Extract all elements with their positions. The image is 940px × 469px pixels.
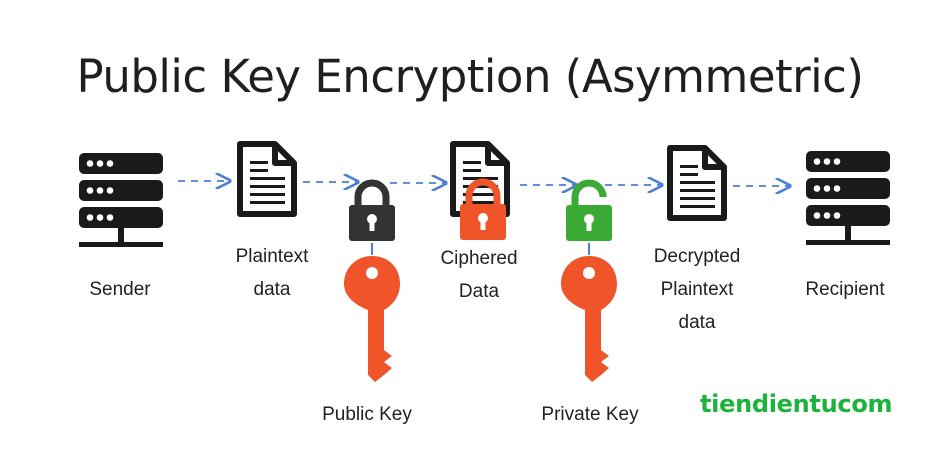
document-icon (240, 144, 294, 214)
document-icon (670, 148, 724, 218)
public-key-label: Public Key (322, 404, 412, 425)
lock-closed-icon (460, 178, 506, 240)
ciphered-label: Ciphered Data (440, 248, 518, 302)
key-icon (344, 256, 400, 382)
page-title: Public Key Encryption (Asymmetric) (76, 50, 864, 103)
recipient-label: Recipient (805, 279, 885, 300)
server-icon (806, 151, 890, 245)
sender-label: Sender (89, 279, 151, 300)
private-key-label: Private Key (541, 404, 639, 425)
watermark-text: tiendientucom (700, 390, 893, 418)
server-icon (79, 153, 163, 247)
lock-closed-icon (349, 179, 395, 241)
decrypted-label: Decrypted Plaintext data (653, 246, 741, 333)
plaintext-label: Plaintext data (235, 246, 309, 300)
key-icon (561, 256, 617, 382)
lock-open-icon (566, 179, 612, 241)
flow-arrows (178, 181, 790, 186)
